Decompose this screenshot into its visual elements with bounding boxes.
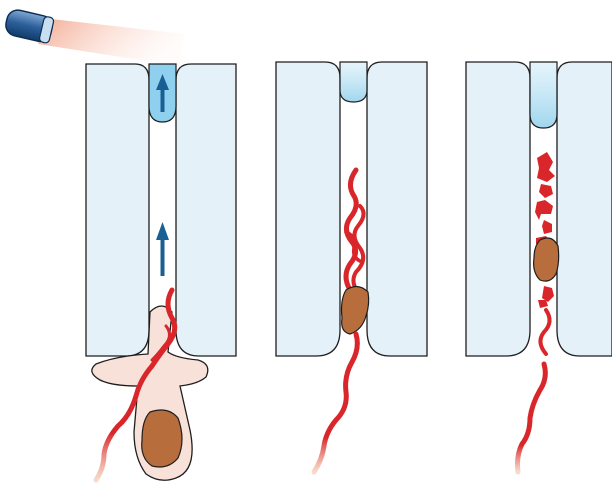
hair-fragment [537,152,555,182]
panel-3 [466,62,612,472]
dentin-block-left [86,64,149,356]
flow-arrow-icon [156,222,169,276]
light-guide-icon [4,8,55,44]
dentin-block-right [176,64,236,356]
hair-strand [518,364,546,472]
hair-bulb [534,238,559,281]
hair-fragment [542,220,552,234]
light-beam [38,18,185,66]
hair-strand [540,310,549,354]
dentin-block-right [557,62,612,356]
dentin-block-right [367,62,427,356]
dentin-block-left [276,62,340,356]
tubule-fluid [530,62,557,128]
hair-fragment [535,200,553,220]
tubule-fluid [340,62,367,102]
hair-fragment [539,184,553,198]
hair-fragments [535,152,555,308]
hair-fragment [538,300,548,308]
panel-1 [4,8,236,480]
panel-2 [276,62,427,472]
dentin-block-left [466,62,530,356]
hair-bulb [342,286,369,334]
hair-bulb [142,410,182,467]
hair-fragment [542,286,554,302]
